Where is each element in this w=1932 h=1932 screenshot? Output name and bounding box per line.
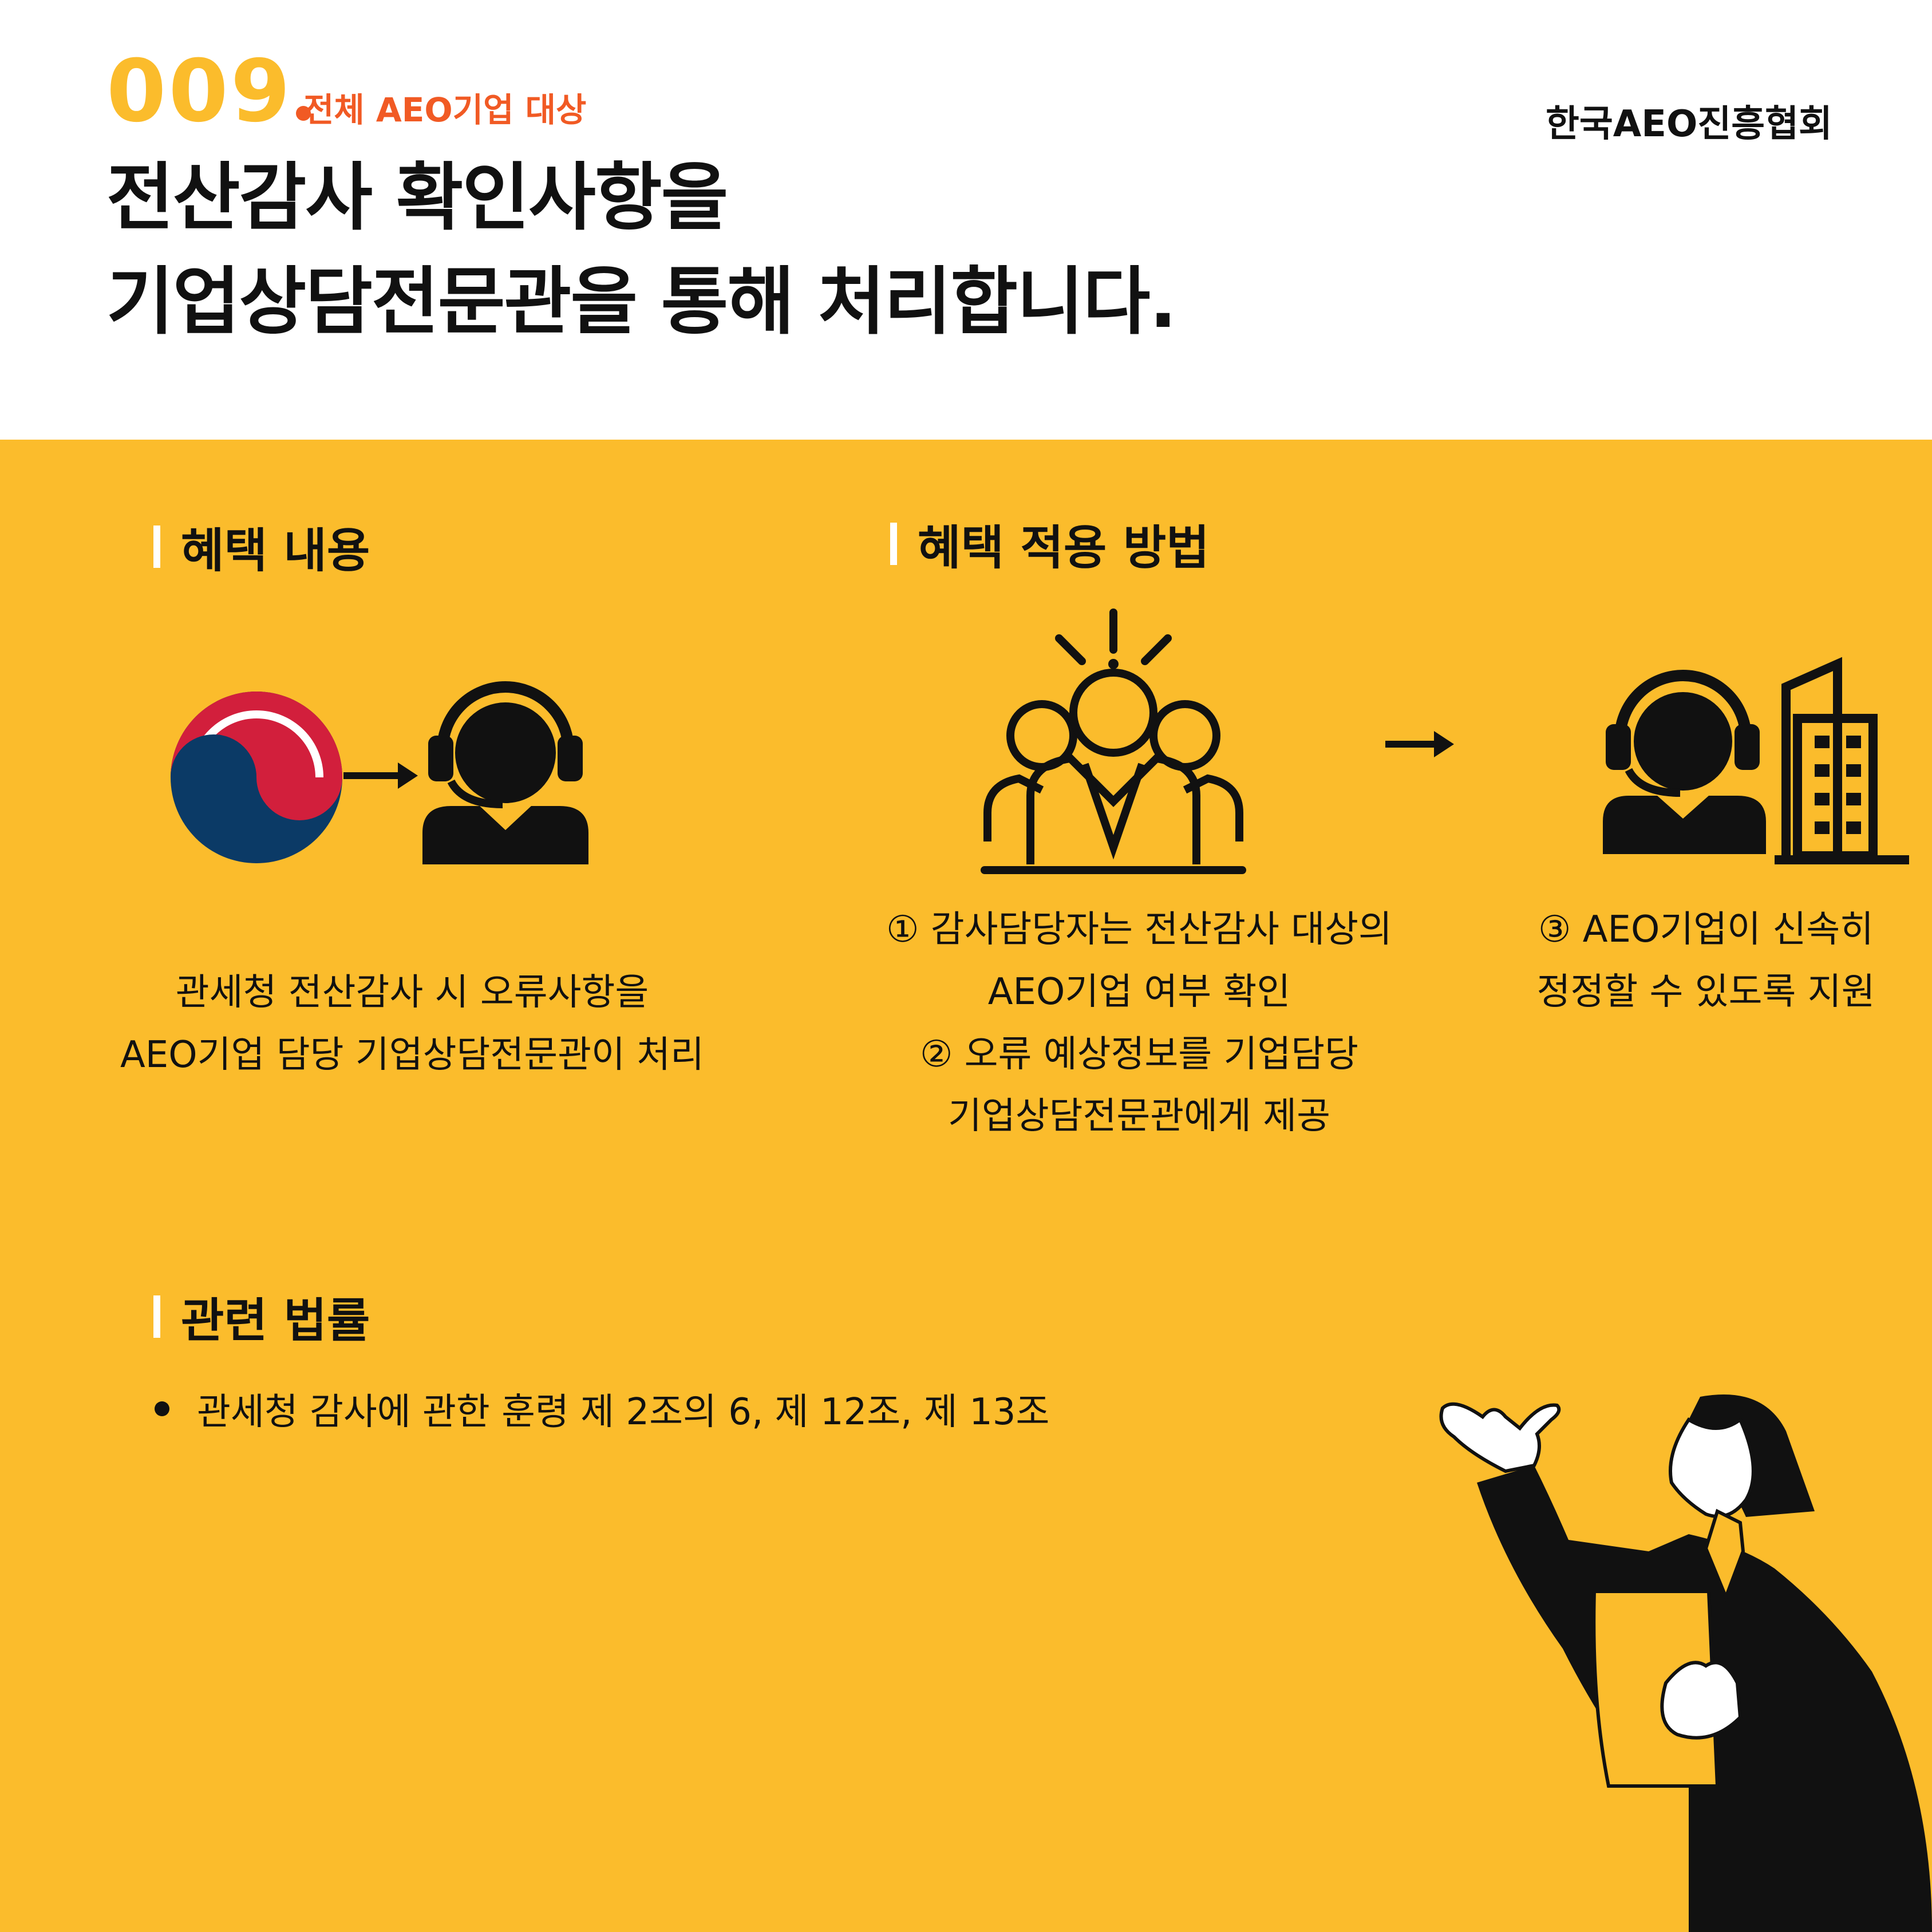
presenter-illustration — [1439, 1394, 1932, 1932]
target-tag: 전체 AEO기업 대상 — [303, 90, 587, 129]
step-line: ② 오류 예상정보를 기업담당 — [919, 1033, 1359, 1076]
title-line-1: 전산감사 확인사항을 — [106, 155, 728, 240]
step-line: 기업상담전문관에게 제공 — [947, 1095, 1331, 1138]
law-heading-text: 관련 법률 — [181, 1294, 370, 1348]
method-heading: 혜택 적용 방법 — [890, 509, 1210, 578]
org-name: 한국AEO진흥협회 — [1546, 103, 1832, 145]
heading-bar — [890, 522, 897, 565]
arrow-right-icon — [1385, 731, 1454, 757]
step-line: ① 감사담당자는 전산감사 대상의 — [886, 908, 1392, 951]
method-step-3: ③ AEO기업이 신속히 정정할 수 있도록 지원 — [1477, 899, 1932, 1024]
benefit-heading: 혜택 내용 — [153, 512, 370, 580]
page-title: 전산감사 확인사항을 기업상담전문관을 통해 처리합니다. — [106, 146, 1177, 354]
benefit-description: 관세청 전산감사 시 오류사항을 AEO기업 담당 기업상담전문관이 처리 — [40, 962, 784, 1086]
method-heading-text: 혜택 적용 방법 — [918, 521, 1210, 575]
agent-building-icon — [1603, 657, 1909, 864]
benefit-line-2: AEO기업 담당 기업상담전문관이 처리 — [120, 1033, 704, 1076]
benefit-line-1: 관세청 전산감사 시 오류사항을 — [175, 971, 649, 1014]
bullet — [155, 1401, 169, 1416]
law-heading: 관련 법률 — [153, 1282, 370, 1350]
title-line-2: 기업상담전문관을 통해 처리합니다. — [106, 259, 1177, 345]
item-number: 009 — [106, 49, 311, 135]
headset-agent-icon — [422, 681, 588, 864]
law-item-text: 관세청 감사에 관한 훈령 제 2조의 6, 제 12조, 제 13조 — [197, 1391, 1050, 1433]
alert-group-icon — [981, 609, 1246, 874]
step-line: 정정할 수 있도록 지원 — [1536, 970, 1875, 1013]
arrow-right-icon — [343, 762, 418, 789]
law-item: 관세청 감사에 관한 훈령 제 2조의 6, 제 12조, 제 13조 — [155, 1382, 1049, 1435]
step-line: AEO기업 여부 확인 — [987, 970, 1291, 1013]
heading-bar — [153, 1295, 160, 1338]
method-steps-1-2: ① 감사담당자는 전산감사 대상의 AEO기업 여부 확인 ② 오류 예상정보를… — [830, 899, 1448, 1148]
heading-bar — [153, 525, 160, 568]
benefit-heading-text: 혜택 내용 — [181, 524, 370, 578]
government-emblem-icon — [171, 692, 342, 863]
step-line: ③ AEO기업이 신속히 — [1538, 908, 1874, 951]
number-dot — [296, 106, 311, 121]
